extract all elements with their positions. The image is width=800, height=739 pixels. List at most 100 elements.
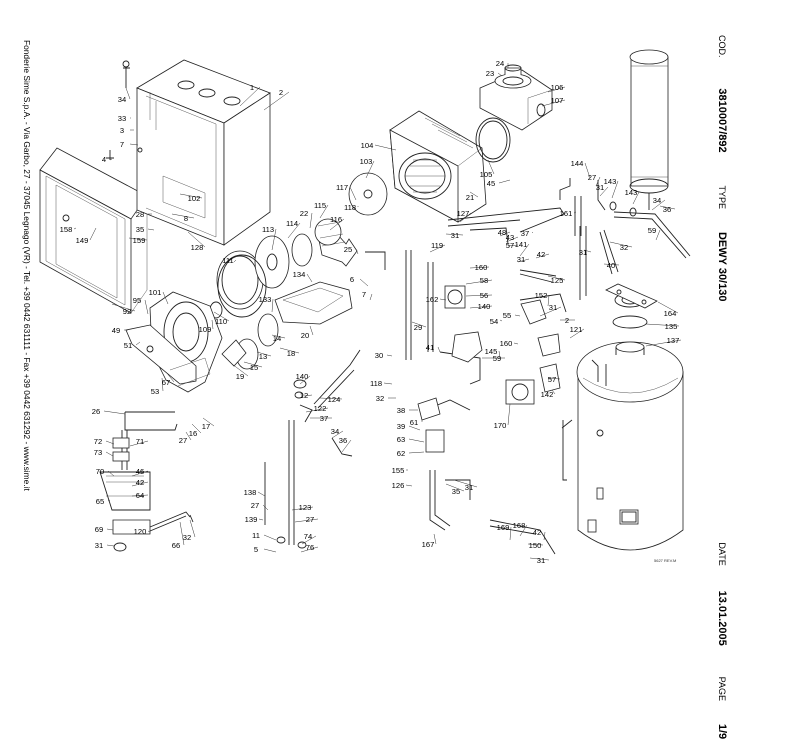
callout-39: 39 bbox=[397, 422, 405, 431]
callout-159: 159 bbox=[133, 236, 146, 245]
callout-127: 127 bbox=[457, 209, 470, 218]
callout-116: 116 bbox=[330, 215, 342, 224]
callout-67: 67 bbox=[162, 378, 170, 387]
callout-leader bbox=[539, 306, 562, 317]
callout-leader bbox=[499, 231, 511, 237]
callout-1: 1 bbox=[250, 83, 254, 92]
hydraulic-pipes bbox=[365, 207, 691, 555]
callout-25: 25 bbox=[344, 245, 352, 254]
wall-bracket bbox=[605, 283, 658, 309]
callout-30: 30 bbox=[375, 351, 383, 360]
door-plate bbox=[125, 291, 223, 393]
callout-leader bbox=[445, 483, 465, 492]
callout-leader bbox=[263, 534, 277, 541]
cod-value: 3810007/892 bbox=[716, 88, 728, 153]
company-footer: Fonderie Sime S.p.A. - Via Garbo, 27 - 3… bbox=[22, 40, 32, 491]
callout-leader bbox=[498, 350, 501, 359]
callout-150: 150 bbox=[529, 541, 542, 550]
callout-leader bbox=[547, 86, 566, 93]
burner-assembly bbox=[205, 218, 358, 370]
callout-leader bbox=[408, 425, 421, 431]
callout-117: 117 bbox=[336, 183, 348, 192]
left-gas-line bbox=[99, 411, 194, 552]
callout-leader bbox=[469, 305, 493, 309]
callout-leader bbox=[189, 519, 196, 538]
callout-leader bbox=[609, 241, 633, 248]
gasket-ring bbox=[217, 254, 267, 318]
callout-leader bbox=[135, 341, 141, 346]
callout-105: 105 bbox=[480, 170, 493, 179]
callout-leader bbox=[507, 403, 511, 426]
callout-leader bbox=[349, 186, 357, 201]
callout-107: 107 bbox=[551, 96, 564, 105]
callout-leader bbox=[341, 439, 352, 453]
callout-8: 8 bbox=[184, 214, 188, 223]
callout-leader bbox=[231, 363, 249, 377]
callout-15: 15 bbox=[250, 363, 258, 372]
callout-126: 126 bbox=[392, 481, 405, 490]
callout-62: 62 bbox=[397, 449, 405, 458]
callout-leader bbox=[527, 543, 544, 546]
seal-ring bbox=[475, 117, 511, 163]
callout-102: 102 bbox=[188, 194, 201, 203]
callout-66: 66 bbox=[172, 541, 180, 550]
date-label: DATE bbox=[717, 542, 727, 566]
top-left-bolts bbox=[106, 60, 143, 160]
callout-leader bbox=[211, 319, 214, 330]
callout-59: 59 bbox=[648, 226, 656, 235]
callout-leader bbox=[498, 179, 511, 184]
callout-170: 170 bbox=[494, 421, 507, 430]
callout-leader bbox=[306, 273, 313, 283]
callout-71: 71 bbox=[136, 437, 144, 446]
callout-12: 12 bbox=[300, 391, 308, 400]
frame-panel bbox=[39, 147, 148, 314]
callout-leader bbox=[256, 351, 272, 357]
callout-2: 2 bbox=[279, 88, 283, 97]
callout-149: 149 bbox=[76, 236, 89, 245]
callout-138: 138 bbox=[244, 488, 257, 497]
callout-162: 162 bbox=[426, 295, 439, 304]
callout-leader bbox=[129, 440, 149, 447]
callout-38: 38 bbox=[397, 406, 405, 415]
callout-leader bbox=[611, 180, 619, 199]
exploded-parts-drawing: 1234333741028283512815814915992951011101… bbox=[39, 49, 691, 565]
callout-31: 31 bbox=[451, 231, 459, 240]
callout-leader bbox=[657, 301, 679, 314]
callout-31: 31 bbox=[95, 541, 103, 550]
callout-160: 160 bbox=[475, 263, 488, 272]
callout-57: 57 bbox=[548, 375, 556, 384]
callout-leader bbox=[202, 417, 215, 427]
callout-101: 101 bbox=[149, 288, 162, 297]
callout-leader bbox=[262, 504, 269, 511]
storage-cylinder bbox=[576, 292, 684, 551]
callout-33: 33 bbox=[118, 114, 126, 123]
callout-leader bbox=[239, 86, 261, 107]
callout-31: 31 bbox=[596, 183, 604, 192]
callout-143: 143 bbox=[604, 177, 617, 186]
callout-45: 45 bbox=[487, 179, 495, 188]
callout-leader bbox=[465, 279, 493, 285]
callout-49: 49 bbox=[112, 326, 120, 335]
callout-leader bbox=[445, 233, 464, 236]
callout-37: 37 bbox=[320, 414, 328, 423]
callout-18: 18 bbox=[287, 349, 295, 358]
callout-leader bbox=[651, 199, 666, 211]
callout-leader bbox=[128, 237, 148, 241]
callout-32: 32 bbox=[183, 533, 191, 542]
callout-leader bbox=[374, 144, 397, 151]
callout-leader bbox=[547, 275, 566, 281]
callout-6: 6 bbox=[350, 275, 354, 284]
callout-leader bbox=[111, 303, 136, 312]
callout-leader bbox=[517, 258, 530, 263]
callout-106: 106 bbox=[551, 83, 564, 92]
callout-31: 31 bbox=[517, 255, 525, 264]
callout-leader bbox=[303, 394, 313, 397]
callout-leader bbox=[497, 72, 503, 77]
upper-right-pipes bbox=[559, 178, 637, 236]
callout-leader bbox=[383, 382, 393, 385]
callout-70: 70 bbox=[96, 467, 104, 476]
callout-27: 27 bbox=[588, 173, 596, 182]
callout-leader bbox=[507, 244, 519, 247]
callout-leader bbox=[144, 299, 149, 315]
callout-120: 120 bbox=[134, 527, 147, 536]
